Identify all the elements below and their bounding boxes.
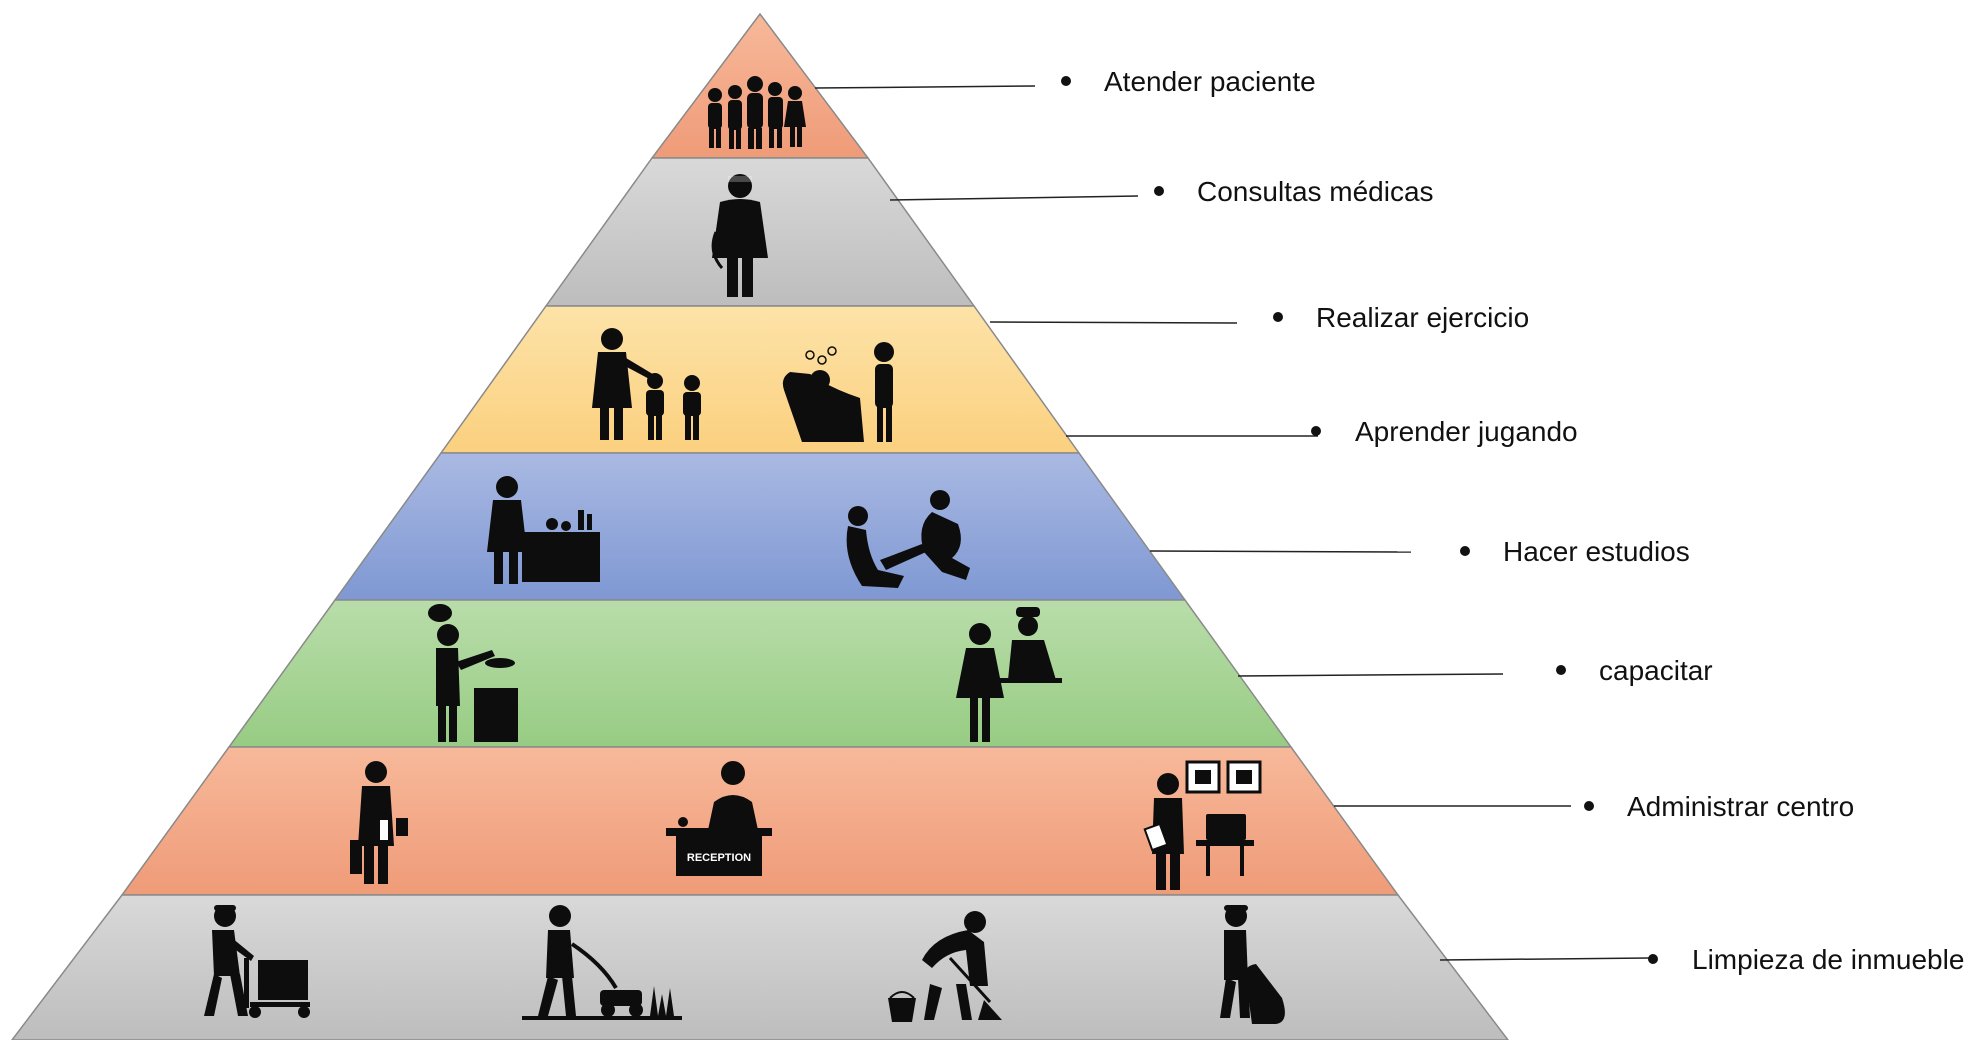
level-label-7: Administrar centro xyxy=(1627,791,1854,822)
exercise-partners-icon xyxy=(846,490,970,588)
bullet-icon xyxy=(1584,801,1594,811)
level-label-5: Hacer estudios xyxy=(1503,536,1690,567)
bullet-icon xyxy=(1460,546,1470,556)
level-labels: Atender paciente Consultas médicas Reali… xyxy=(1061,66,1964,975)
level-label-1: Atender paciente xyxy=(1104,66,1316,97)
administrator-icon xyxy=(1143,760,1262,890)
therapy-session-icon xyxy=(782,342,894,442)
group-of-children-icon xyxy=(708,76,806,149)
bullet-icon xyxy=(1273,312,1283,322)
trash-collector-icon xyxy=(1220,905,1285,1024)
level-label-4: Aprender jugando xyxy=(1355,416,1578,447)
leader-line-6 xyxy=(1237,673,1504,677)
label-row-8: Limpieza de inmueble xyxy=(1648,944,1964,975)
reception-sign: RECEPTION xyxy=(687,852,751,864)
bullet-icon xyxy=(1556,665,1566,675)
pyramid-icons: RECEPTION xyxy=(204,76,1285,1024)
nurse-attending-icon xyxy=(956,607,1062,742)
bullet-icon xyxy=(1154,186,1164,196)
chef-icon xyxy=(428,604,518,742)
pyramid-tiers xyxy=(11,12,1509,1040)
label-row-5: Hacer estudios xyxy=(1460,536,1690,567)
bullet-icon xyxy=(1648,954,1658,964)
cart-worker-icon xyxy=(204,905,310,1018)
level-label-2: Consultas médicas xyxy=(1197,176,1434,207)
leader-line-3 xyxy=(989,321,1238,324)
level-label-8: Limpieza de inmueble xyxy=(1692,944,1964,975)
caregiver-with-children-icon xyxy=(592,328,701,440)
lawn-mower-worker-icon xyxy=(522,905,682,1020)
businessman-icon xyxy=(350,761,408,884)
tier-7 xyxy=(11,894,1509,1040)
bullet-icon xyxy=(1061,76,1071,86)
leader-line-1 xyxy=(814,85,1036,89)
leader-line-2 xyxy=(889,195,1139,201)
label-row-4: Aprender jugando xyxy=(1311,416,1578,447)
level-label-6: capacitar xyxy=(1599,655,1713,686)
level-label-3: Realizar ejercicio xyxy=(1316,302,1529,333)
leader-line-5 xyxy=(1149,550,1412,553)
leader-line-8 xyxy=(1439,957,1650,961)
label-row-3: Realizar ejercicio xyxy=(1273,302,1529,333)
tier-5 xyxy=(227,599,1293,748)
label-row-7: Administrar centro xyxy=(1584,791,1854,822)
label-row-2: Consultas médicas xyxy=(1154,176,1434,207)
bullet-icon xyxy=(1311,426,1321,436)
tier-4 xyxy=(333,452,1187,601)
doctor-icon xyxy=(711,174,768,297)
receptionist-icon: RECEPTION xyxy=(666,761,772,876)
label-row-6: capacitar xyxy=(1556,655,1713,686)
tier-3 xyxy=(439,305,1081,454)
mopping-worker-icon xyxy=(888,911,1002,1022)
label-row-1: Atender paciente xyxy=(1061,66,1316,97)
teacher-at-desk-icon xyxy=(487,476,600,584)
leader-lines xyxy=(814,85,1650,961)
